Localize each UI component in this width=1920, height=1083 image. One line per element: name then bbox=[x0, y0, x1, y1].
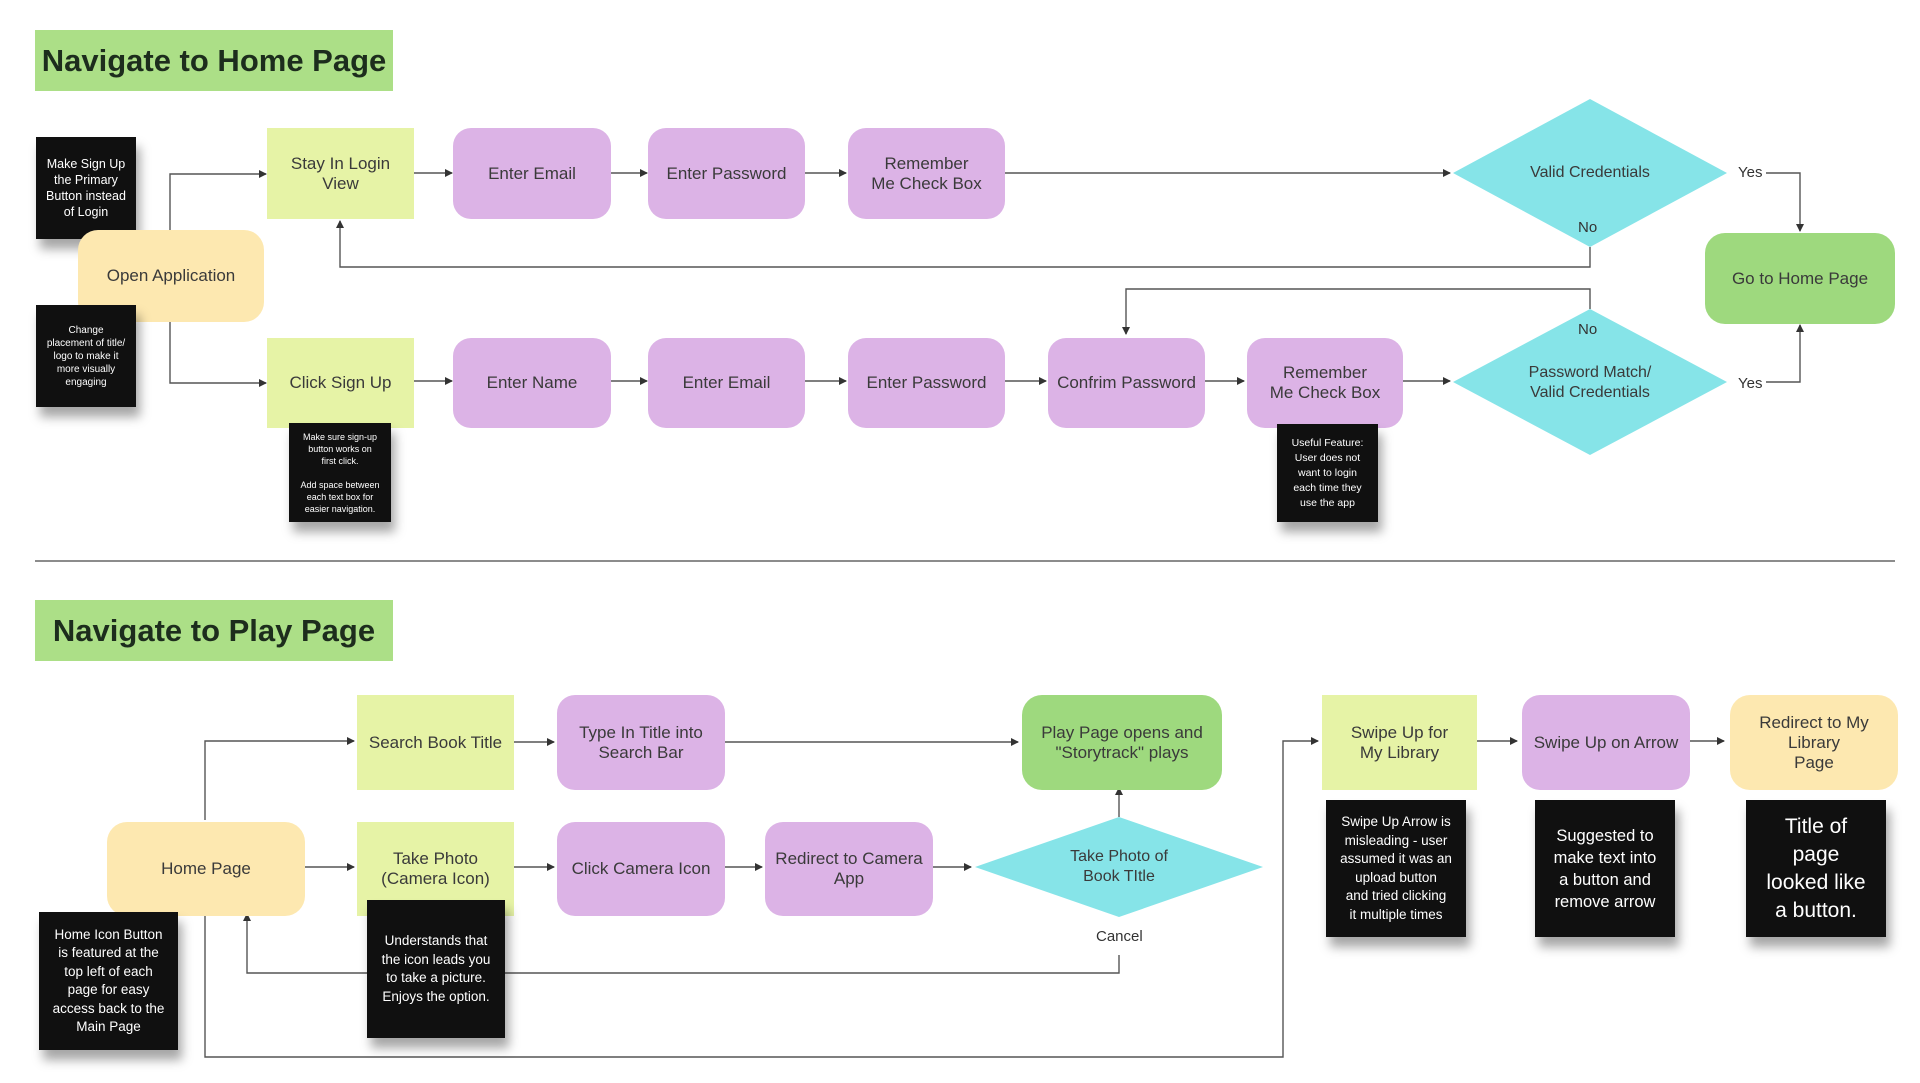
diamond-password-match bbox=[1453, 309, 1727, 455]
label-yes-2: Yes bbox=[1738, 375, 1763, 392]
node-redirect-camera[interactable]: Redirect to Camera App bbox=[765, 822, 933, 916]
diamond-take-photo-book bbox=[975, 817, 1263, 917]
node-go-to-home-page[interactable]: Go to Home Page bbox=[1705, 233, 1895, 324]
note-signup-works: Make sure sign-up button works on first … bbox=[289, 423, 391, 522]
note-title-looked-button: Title of page looked like a button. bbox=[1746, 800, 1886, 937]
note-signup-primary: Make Sign Up the Primary Button instead … bbox=[36, 137, 136, 239]
arrow-match-yes bbox=[1766, 324, 1804, 383]
node-signup-enter-email[interactable]: Enter Email bbox=[648, 338, 805, 428]
label-no-1: No bbox=[1578, 219, 1598, 236]
note-understands-icon: Understands that the icon leads you to t… bbox=[367, 900, 505, 1038]
arrow-match-no bbox=[1122, 288, 1591, 335]
section-title-home: Navigate to Home Page bbox=[35, 30, 393, 91]
node-stay-login-view[interactable]: Stay In Login View bbox=[267, 128, 414, 219]
node-enter-name[interactable]: Enter Name bbox=[453, 338, 611, 428]
node-click-sign-up[interactable]: Click Sign Up bbox=[267, 338, 414, 428]
arrow-cancel-to-home bbox=[243, 913, 1120, 974]
arrow-home-to-swipe bbox=[204, 737, 1319, 1058]
arrow-valid-yes bbox=[1766, 172, 1804, 232]
label-take-photo-book[interactable]: Take Photo of Book TItle bbox=[1070, 848, 1168, 885]
note-useful-feature: Useful Feature: User does not want to lo… bbox=[1277, 424, 1378, 522]
node-login-remember-me[interactable]: Remember Me Check Box bbox=[848, 128, 1005, 219]
label-valid-credentials[interactable]: Valid Credentials bbox=[1530, 164, 1650, 181]
label-no-2: No bbox=[1578, 321, 1598, 338]
node-confirm-password[interactable]: Confrim Password bbox=[1048, 338, 1205, 428]
node-redirect-library[interactable]: Redirect to My Library Page bbox=[1730, 695, 1898, 790]
node-search-book-title[interactable]: Search Book Title bbox=[357, 695, 514, 790]
label-password-match[interactable]: Password Match/ Valid Credentials bbox=[1528, 364, 1652, 401]
node-click-camera-icon[interactable]: Click Camera Icon bbox=[557, 822, 725, 916]
label-cancel: Cancel bbox=[1096, 928, 1143, 945]
arrow-open-to-login bbox=[169, 170, 267, 230]
note-suggested-button: Suggested to make text into a button and… bbox=[1535, 800, 1675, 937]
note-home-icon: Home Icon Button is featured at the top … bbox=[39, 912, 178, 1050]
node-signup-remember-me[interactable]: Remember Me Check Box bbox=[1247, 338, 1403, 428]
node-home-page[interactable]: Home Page bbox=[107, 822, 305, 916]
node-type-title[interactable]: Type In Title into Search Bar bbox=[557, 695, 725, 790]
note-title-placement: Change placement of title/ logo to make … bbox=[36, 305, 136, 407]
node-play-page-opens[interactable]: Play Page opens and "Storytrack" plays bbox=[1022, 695, 1222, 790]
arrow-open-to-signup bbox=[169, 322, 267, 387]
diamond-valid-credentials bbox=[1453, 99, 1727, 247]
section-title-play: Navigate to Play Page bbox=[35, 600, 393, 661]
node-signup-enter-password[interactable]: Enter Password bbox=[848, 338, 1005, 428]
node-login-enter-password[interactable]: Enter Password bbox=[648, 128, 805, 219]
arrow-valid-no bbox=[336, 220, 1591, 268]
node-login-enter-email[interactable]: Enter Email bbox=[453, 128, 611, 219]
label-yes-1: Yes bbox=[1738, 164, 1763, 181]
node-swipe-up-library[interactable]: Swipe Up for My Library bbox=[1322, 695, 1477, 790]
arrow-home-to-search bbox=[204, 737, 355, 820]
node-swipe-up-arrow[interactable]: Swipe Up on Arrow bbox=[1522, 695, 1690, 790]
note-swipe-misleading: Swipe Up Arrow is misleading - user assu… bbox=[1326, 800, 1466, 937]
